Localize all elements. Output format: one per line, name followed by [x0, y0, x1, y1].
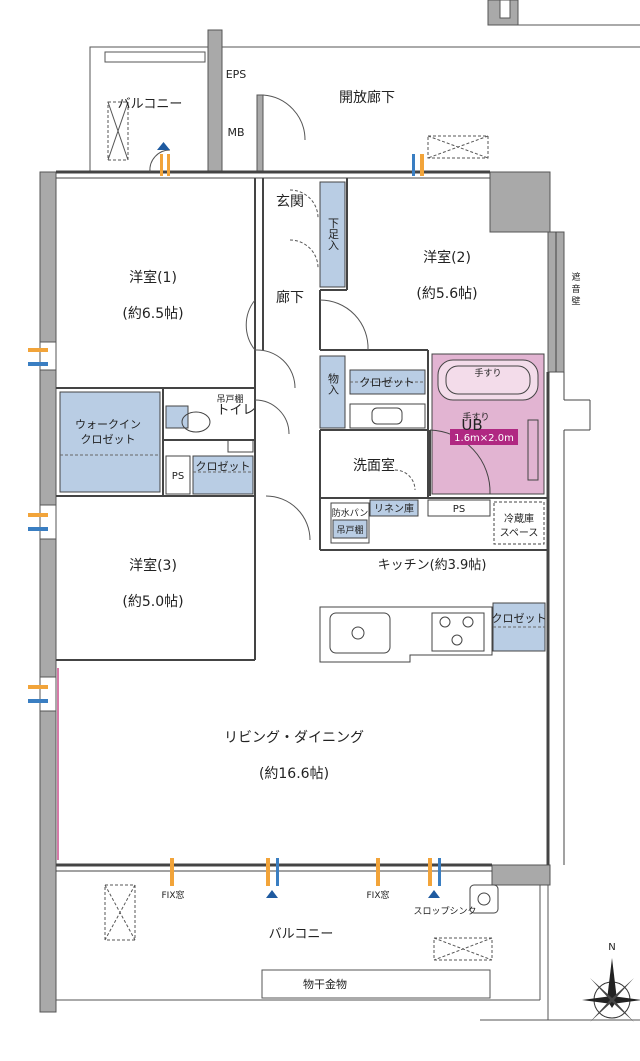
- label-waterproof-pan: 防水パン: [332, 507, 368, 519]
- balcony-bottom-area: [56, 884, 640, 1021]
- unit-bath: [429, 353, 545, 496]
- top-right-building-edge: [487, 0, 519, 26]
- storage-areas: [59, 181, 546, 652]
- washbasin: [349, 403, 426, 429]
- walkin-closet: [59, 391, 161, 493]
- label-handrail-1: 手すり: [474, 367, 501, 379]
- label-slop-sink: スロップシンク: [413, 906, 476, 917]
- label-closet-w2: クロゼット: [360, 376, 415, 389]
- label-closet-kitchen: クロゼット: [492, 612, 547, 625]
- label-ub-size: 1.6m×2.0m: [454, 433, 514, 444]
- label-western3-size: (約5.0帖): [122, 594, 183, 610]
- label-western1-name: 洋室(1): [129, 269, 177, 286]
- label-closet-w3: クロゼット: [196, 460, 251, 473]
- label-western3-name: 洋室(3): [129, 557, 177, 574]
- label-laundry-hardware: 物干金物: [303, 977, 347, 991]
- label-living-size: (約16.6帖): [259, 766, 329, 782]
- label-entrance: 玄関: [276, 193, 304, 210]
- label-western2-size: (約5.6帖): [416, 286, 477, 302]
- label-eps: EPS: [226, 68, 247, 81]
- hanging-shelf-wash: [332, 519, 368, 539]
- hanging-shelf-toilet: [165, 405, 189, 429]
- label-mb: MB: [227, 126, 244, 139]
- label-shoe-storage: 下足入: [327, 218, 340, 251]
- label-sound-wall-3: 壁: [571, 295, 580, 307]
- shoe-storage: [319, 181, 346, 288]
- label-kitchen: キッチン(約3.9帖): [378, 558, 487, 573]
- storage-closet: [319, 355, 346, 429]
- label-hanging-shelf-wash: 吊戸棚: [336, 524, 363, 536]
- linen-storage: [369, 499, 419, 517]
- kitchen-counter: [319, 606, 493, 663]
- compass-icon: [582, 958, 640, 1022]
- label-ub: UB: [461, 416, 482, 434]
- label-ps-w3: PS: [172, 471, 184, 482]
- label-compass-north: N: [608, 942, 615, 953]
- slop-sink: [469, 884, 499, 914]
- label-sound-wall-1: 遮: [571, 271, 580, 283]
- label-handrail-2: 手すり: [462, 411, 489, 423]
- label-balcony-top: バルコニー: [118, 97, 183, 112]
- doors: [149, 94, 416, 541]
- corridor-outdoor-unit: [427, 135, 489, 159]
- label-walkin-line1: ウォークイン: [75, 418, 141, 431]
- label-balcony-bottom: バルコニー: [269, 927, 334, 942]
- label-walkin-line2: クロゼット: [81, 433, 136, 446]
- label-open-corridor: 開放廊下: [339, 89, 395, 106]
- label-fridge-line2: スペース: [500, 528, 539, 539]
- toilet-fixture: [181, 411, 254, 453]
- label-ps-kitchen: PS: [453, 504, 465, 515]
- label-western2-name: 洋室(2): [423, 249, 471, 266]
- label-toilet: トイレ: [216, 403, 255, 418]
- label-hallway: 廊下: [276, 289, 304, 306]
- label-sound-wall-2: 音: [571, 283, 580, 295]
- label-fix-window-left: FIX窓: [162, 889, 185, 901]
- label-storage: 物入: [327, 372, 340, 395]
- ventilation-markers: [28, 142, 441, 898]
- label-washroom: 洗面室: [353, 457, 395, 474]
- label-hanging-shelf-toilet: 吊戸棚: [216, 393, 243, 405]
- label-living-name: リビング・ダイニング: [224, 730, 364, 746]
- label-linen: リネン庫: [374, 502, 414, 515]
- labels: EPS MB 開放廊下 バルコニー 玄関 廊下 下足入 洋室(1) (約6.5帖…: [75, 68, 616, 991]
- closet-w3: [192, 455, 254, 495]
- label-western1-size: (約6.5帖): [122, 306, 183, 322]
- label-fridge-line1: 冷蔵庫: [504, 512, 534, 525]
- label-fix-window-right: FIX窓: [367, 889, 390, 901]
